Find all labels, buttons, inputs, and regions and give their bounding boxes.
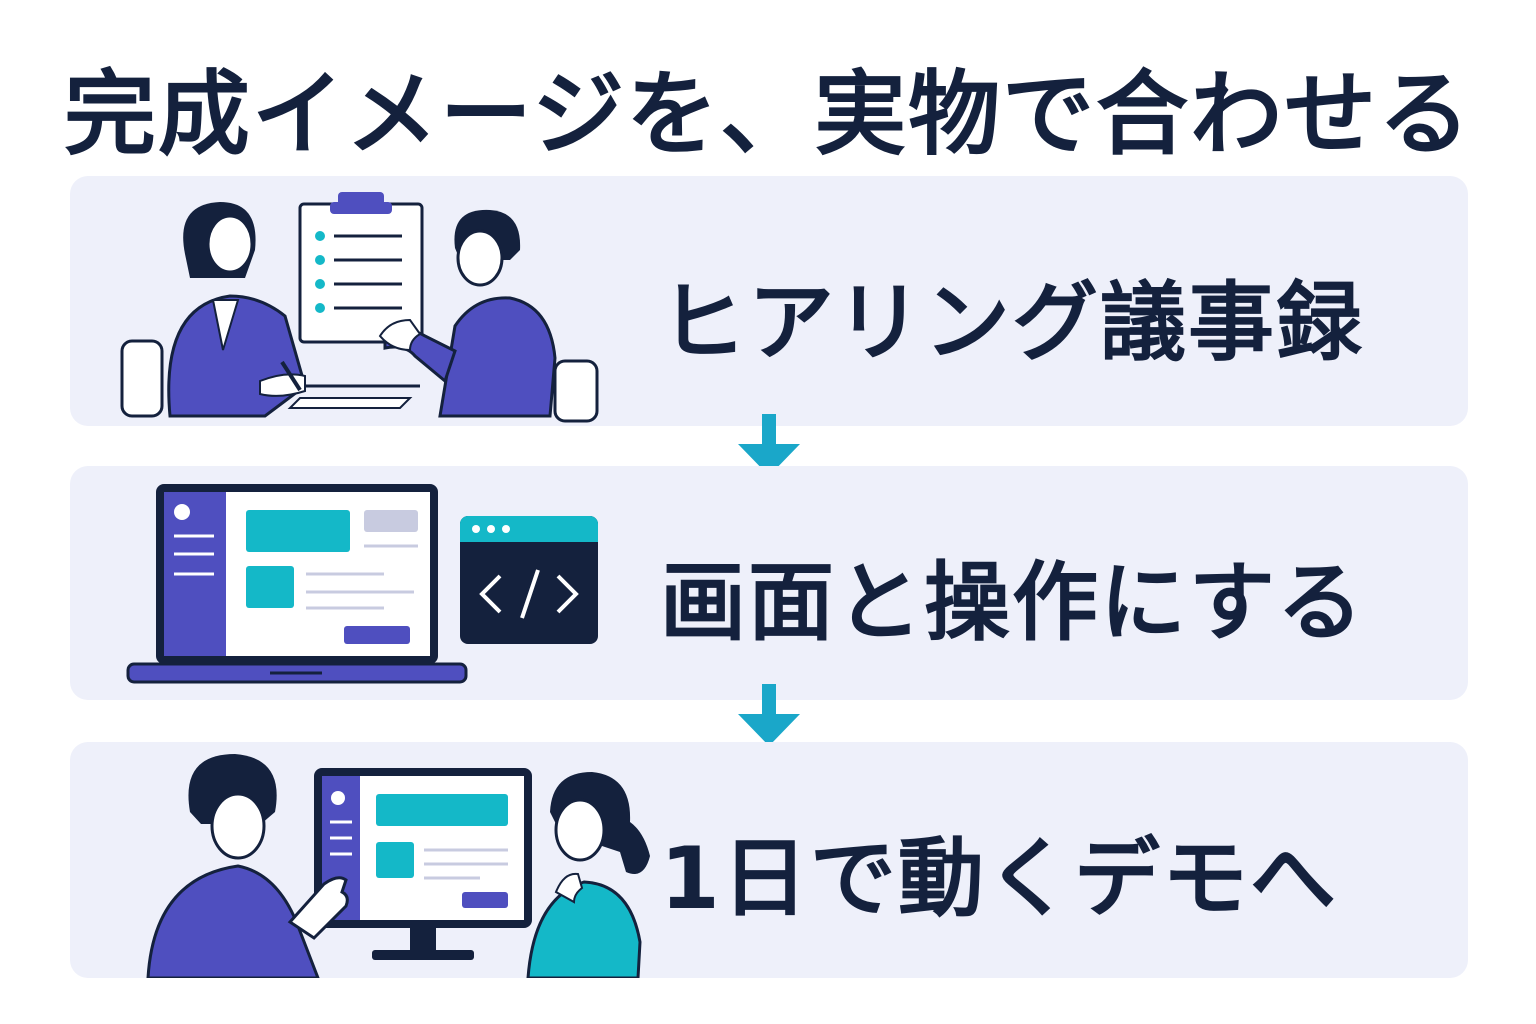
meeting-illustration bbox=[120, 192, 599, 423]
step-hearing-notes: ヒアリング議事録 bbox=[70, 176, 1468, 426]
step-screens-and-operations: 画面と操作にする bbox=[70, 466, 1468, 700]
step-label: 1日で動くデモへ bbox=[660, 829, 1338, 929]
demo-review-illustration bbox=[146, 754, 650, 978]
down-arrow-icon bbox=[738, 684, 800, 746]
page-title: 完成イメージを、実物で合わせる bbox=[63, 61, 1473, 168]
step-label: 画面と操作にする bbox=[660, 553, 1365, 653]
down-arrow-icon bbox=[738, 414, 800, 476]
laptop-code-illustration bbox=[126, 484, 598, 684]
step-one-day-demo: 1日で動くデモへ bbox=[70, 742, 1468, 978]
step-label: ヒアリング議事録 bbox=[660, 273, 1364, 373]
